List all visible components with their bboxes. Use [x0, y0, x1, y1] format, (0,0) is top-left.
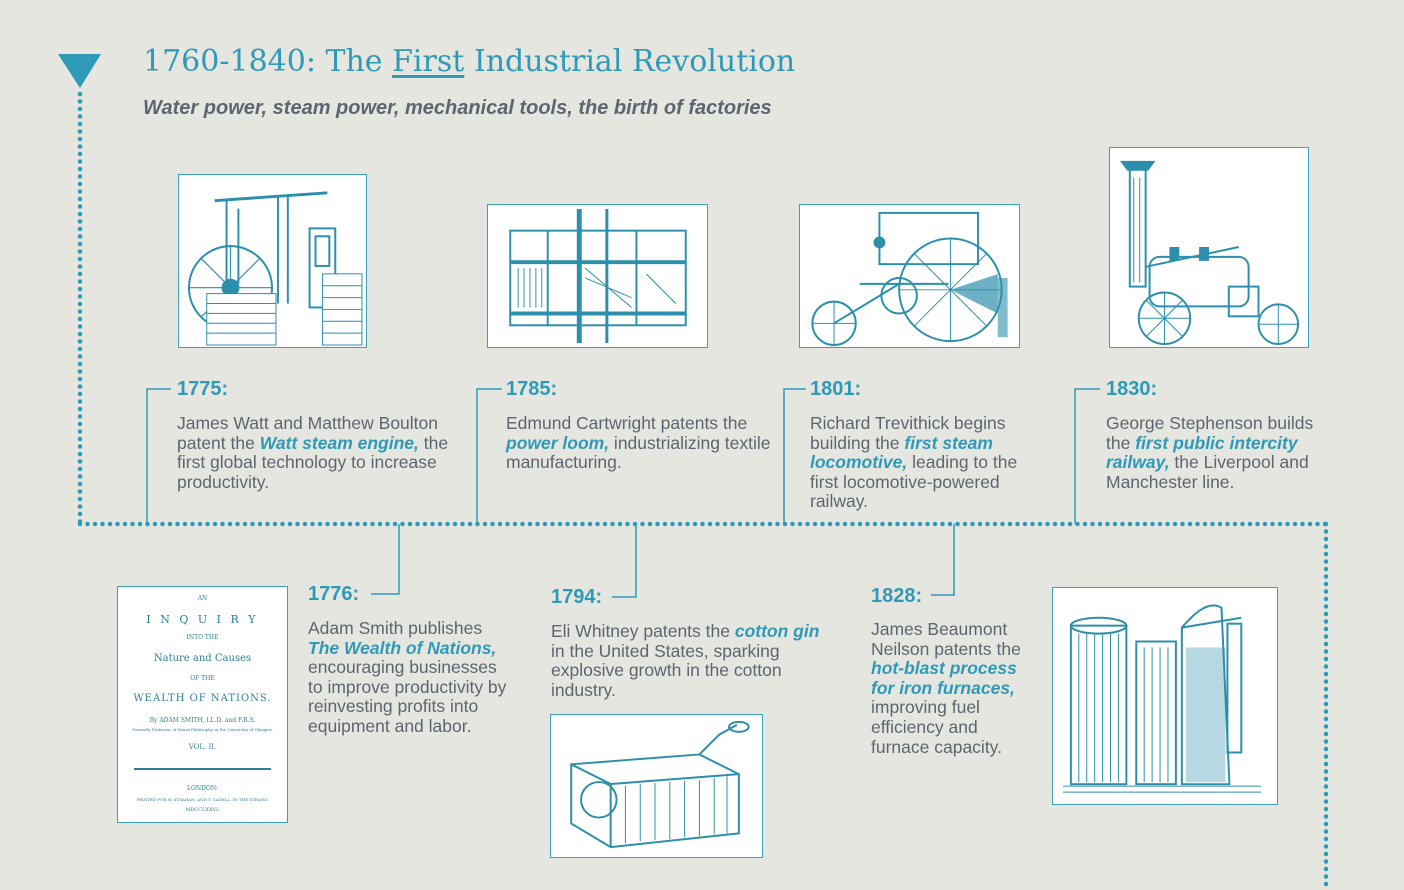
book-line-inquiry: I N Q U I R Y [146, 613, 259, 626]
event-1830-highlight: first public intercity railway, [1106, 432, 1298, 473]
event-1794-text-start: Eli Whitney patents the [551, 621, 735, 641]
year-1830: 1830: [1106, 378, 1158, 400]
cotton-gin-illustration [550, 714, 763, 858]
book-line-london: LONDON: [187, 785, 218, 792]
event-1801-description: Richard Trevithick begins building the f… [810, 413, 1035, 512]
book-line-year: MDCCLXXVI. [185, 807, 220, 813]
event-1801-highlight: first steam locomotive, [810, 432, 993, 473]
event-1776-description: Adam Smith publishes The Wealth of Natio… [308, 618, 513, 737]
event-1775-highlight: Watt steam engine, [259, 432, 419, 453]
page-subtitle: Water power, steam power, mechanical too… [143, 97, 772, 119]
event-1794-text-end: in the United States, sparking explosive… [551, 640, 782, 700]
year-1794: 1794: [551, 586, 603, 608]
steam-locomotive-illustration [799, 204, 1020, 348]
event-1830-text-end: the Liverpool and Manchester line. [1106, 452, 1309, 492]
event-1785-description: Edmund Cartwright patents the power loom… [506, 413, 776, 473]
event-1775-text-start: James Watt and Matthew Boulton patent th… [177, 413, 439, 453]
year-1775: 1775: [177, 378, 229, 400]
event-1775-description: James Watt and Matthew Boulton patent th… [177, 413, 467, 492]
book-line-an: AN [197, 595, 208, 602]
connector-1801 [783, 388, 806, 524]
year-1828: 1828: [871, 585, 923, 607]
event-1828-highlight: hot-blast process for iron furnaces, [871, 658, 1017, 698]
connector-1830 [1074, 388, 1100, 524]
book-line-professor: Formerly Professor of Moral Philosophy i… [132, 727, 273, 732]
event-1828-text-end: improving fuel efficiency and furnace ca… [871, 697, 1002, 757]
book-rule [134, 768, 271, 770]
hot-blast-furnace-illustration [1052, 587, 1278, 805]
book-line-wealth: WEALTH OF NATIONS. [133, 693, 272, 704]
book-line-nature-causes: Nature and Causes [153, 653, 252, 664]
title-suffix: Industrial Revolution [464, 44, 796, 79]
page-title: 1760-1840: The First Industrial Revoluti… [143, 44, 795, 79]
event-1776-text-start: Adam Smith publishes [308, 618, 483, 638]
rocket-locomotive-illustration [1109, 147, 1309, 348]
year-1776: 1776: [308, 583, 360, 605]
connector-1775 [146, 388, 171, 524]
connector-1785 [476, 388, 502, 524]
book-line-of-the: OF THE [190, 675, 215, 682]
year-1785: 1785: [506, 378, 558, 400]
event-1776-text-end: encouraging businesses to improve produc… [308, 657, 507, 736]
book-line-into-the: INTO THE [186, 634, 219, 641]
book-line-author: By ADAM SMITH, LL.D. and F.R.S. [149, 717, 256, 724]
event-1828-description: James Beaumont Neilson patents the hot-b… [871, 619, 1036, 757]
steam-engine-illustration [178, 174, 367, 348]
event-1830-text-start: George Stephenson builds the [1106, 413, 1314, 453]
title-prefix: 1760-1840: The [143, 44, 393, 79]
event-1794-highlight: cotton gin [734, 621, 820, 641]
timeline-start-marker [58, 54, 101, 88]
book-line-volume: VOL. II. [188, 743, 217, 751]
event-1776-highlight: The Wealth of Nations, [308, 637, 497, 658]
connector-1828 [931, 524, 955, 596]
event-1794-description: Eli Whitney patents the cotton gin in th… [551, 621, 826, 700]
event-1801-text-start: Richard Trevithick begins building the [810, 413, 1006, 453]
event-1785-highlight: power loom, [506, 432, 610, 453]
power-loom-illustration [487, 204, 708, 348]
year-1801: 1801: [810, 378, 862, 400]
event-1785-text-end: industrializing textile manufacturing. [506, 432, 771, 473]
title-emphasis: First [392, 44, 465, 79]
event-1801-text-end: leading to the first locomotive-powered … [810, 452, 1018, 512]
connector-1794 [612, 524, 637, 598]
event-1830-description: George Stephenson builds the first publi… [1106, 413, 1326, 492]
wealth-of-nations-book-page: AN I N Q U I R Y INTO THE Nature and Cau… [117, 586, 288, 823]
book-line-printer: PRINTED FOR W. STRAHAN; AND T. CADELL, I… [136, 797, 269, 802]
event-1775-text-end: the first global technology to increase … [177, 432, 449, 492]
event-1828-text-start: James Beaumont Neilson patents the [871, 619, 1021, 659]
event-1785-text-start: Edmund Cartwright patents the [506, 413, 748, 433]
connector-1776 [371, 524, 400, 595]
